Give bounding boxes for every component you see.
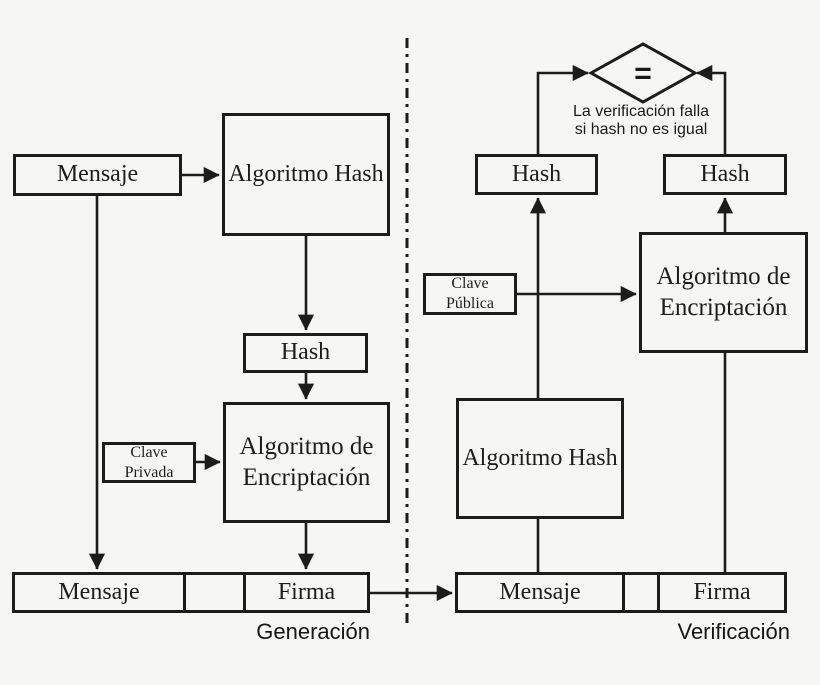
verification-failure-note: La verificación falla si hash no es igua…: [541, 103, 741, 139]
arrow-hashleft-to-compare: [536, 64, 589, 154]
equals-decision-diamond: [587, 42, 699, 104]
public-key-box: Clave Pública: [423, 273, 517, 315]
verification-hash-left-box: Hash: [475, 154, 598, 195]
verification-hash-right-box: Hash: [663, 154, 787, 195]
generation-hash-box: Hash: [243, 333, 368, 373]
generation-output-signature-cell: Firma: [243, 575, 367, 610]
generation-section-label: Generación: [256, 619, 370, 644]
verification-input-signature-cell: Firma: [657, 575, 784, 610]
generation-output-empty-cell: [183, 575, 243, 610]
note-line-1: La verificación falla: [572, 103, 710, 120]
verification-section-label: Verificación: [677, 619, 790, 644]
generation-hash-algorithm-box: Algoritmo Hash: [222, 113, 390, 236]
verification-hash-algorithm-box: Algoritmo Hash: [456, 398, 624, 519]
verification-input-row: Mensaje Firma: [455, 572, 787, 613]
verification-input-message-cell: Mensaje: [499, 579, 581, 605]
generation-output-message-cell: Mensaje: [58, 579, 140, 605]
arrow-hashright-to-compare: [696, 64, 727, 154]
generation-output-row: Mensaje Firma: [12, 572, 370, 613]
note-line-2: si hash no es igual: [574, 121, 708, 139]
generation-message-box: Mensaje: [13, 154, 182, 196]
verification-encryption-box: Algoritmo de Encriptación: [639, 232, 808, 353]
equals-symbol: =: [634, 57, 652, 90]
verification-input-empty-cell: [622, 575, 657, 610]
generation-encryption-box: Algoritmo de Encriptación: [223, 402, 390, 523]
private-key-box: Clave Privada: [102, 442, 196, 483]
